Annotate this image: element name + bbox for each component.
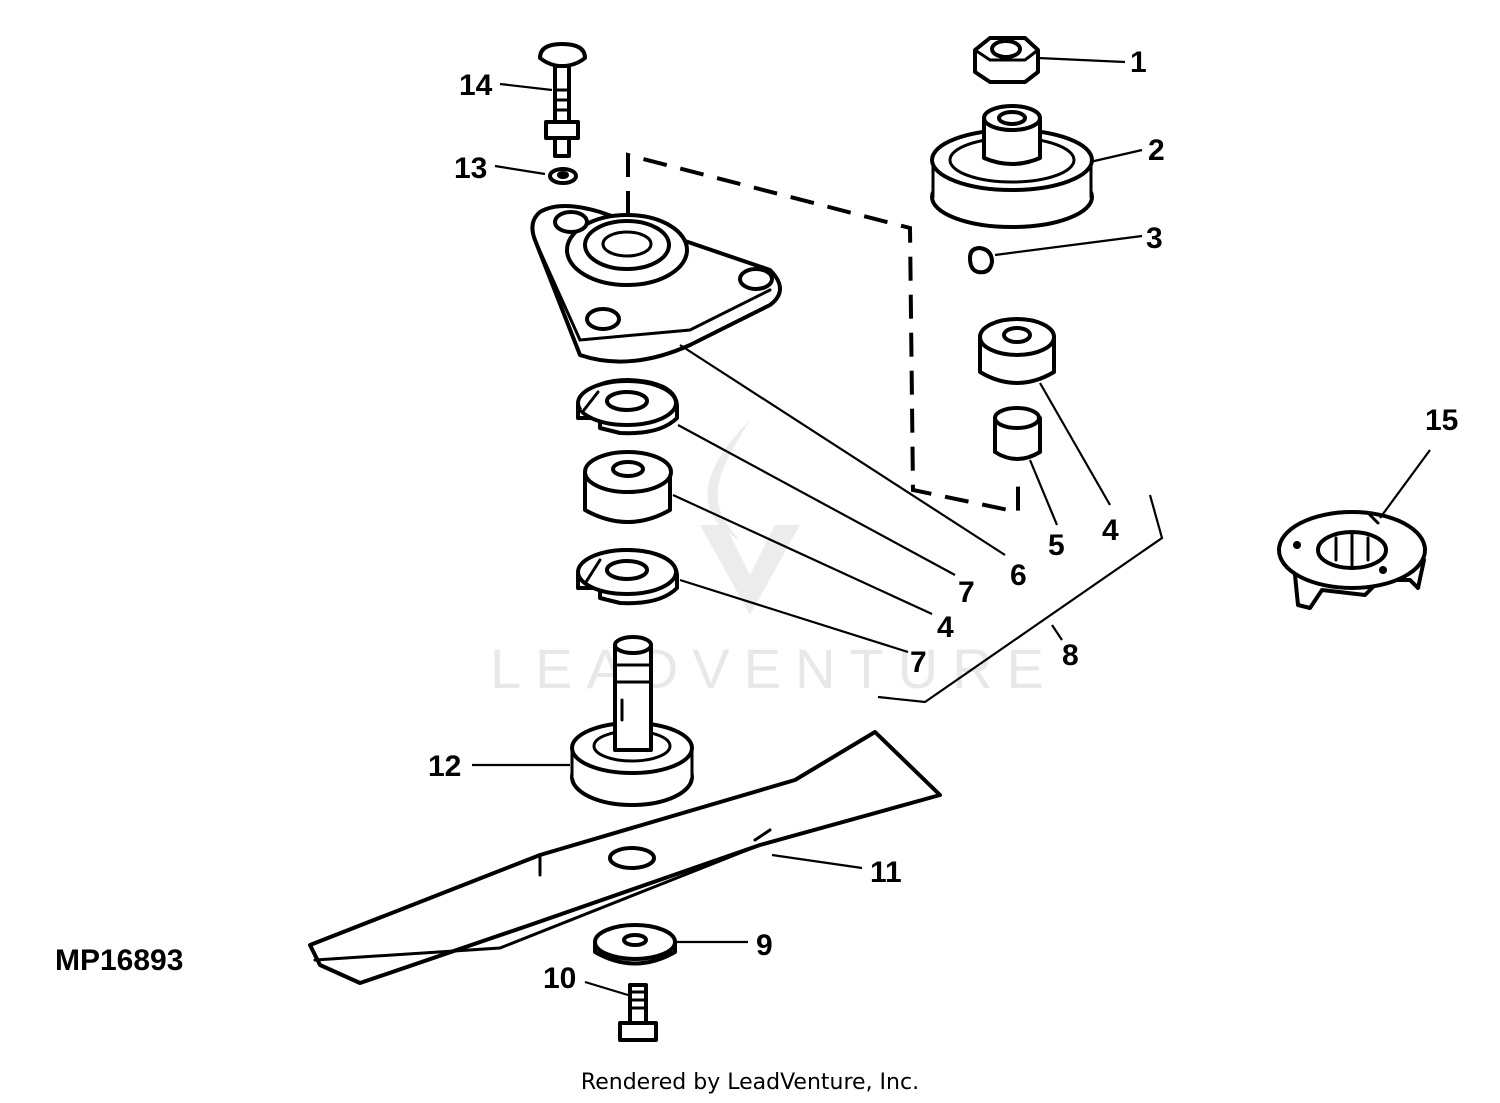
callout-12: 12 [428, 750, 461, 783]
part-6-spindle-housing [530, 204, 782, 364]
callout-11: 11 [870, 856, 902, 889]
callout-15: 15 [1425, 404, 1458, 437]
part-5-bushing [993, 406, 1042, 461]
callout-6: 6 [1010, 559, 1027, 592]
callout-labels: 1 2 3 4 5 6 7 4 7 8 9 10 11 12 13 14 15 [428, 46, 1458, 995]
callout-2: 2 [1148, 134, 1165, 167]
part-10-blade-bolt [618, 983, 658, 1042]
callout-4-lower: 4 [937, 611, 954, 644]
part-11-mower-blade [308, 730, 942, 985]
callout-7-upper: 7 [958, 576, 975, 609]
callout-1: 1 [1130, 46, 1147, 79]
part-15-adapter [1277, 510, 1427, 610]
callout-7-lower: 7 [910, 646, 927, 679]
callout-8: 8 [1062, 639, 1079, 672]
part-7-spring-washer-lower [576, 548, 679, 606]
part-2-pulley [930, 104, 1094, 229]
watermark-text: LEADVENTURE [490, 637, 1058, 700]
part-7-spring-washer-upper [576, 378, 679, 436]
part-14-carriage-bolt [538, 42, 587, 158]
watermark: LEADVENTURE [490, 420, 1058, 700]
callout-13: 13 [454, 152, 487, 185]
part-3-key [968, 246, 994, 275]
part-4-spacer-upper [978, 317, 1056, 385]
part-9-blade-washer [593, 923, 677, 966]
drawing-code: MP16893 [55, 944, 183, 977]
callout-5: 5 [1048, 529, 1065, 562]
leader-lines [472, 56, 1431, 997]
assembly-dashed-line [626, 152, 1020, 515]
callout-10: 10 [543, 962, 576, 995]
callout-9: 9 [756, 929, 773, 962]
callout-4-upper: 4 [1102, 514, 1119, 547]
part-12-spindle-shaft [570, 635, 694, 807]
callout-3: 3 [1146, 222, 1163, 255]
footer-credit: Rendered by LeadVenture, Inc. [580, 1070, 920, 1095]
part-4-spacer-lower [583, 450, 673, 524]
part-13-washer [548, 167, 578, 185]
callout-14: 14 [459, 69, 493, 102]
part-1-hex-nut [973, 36, 1040, 84]
